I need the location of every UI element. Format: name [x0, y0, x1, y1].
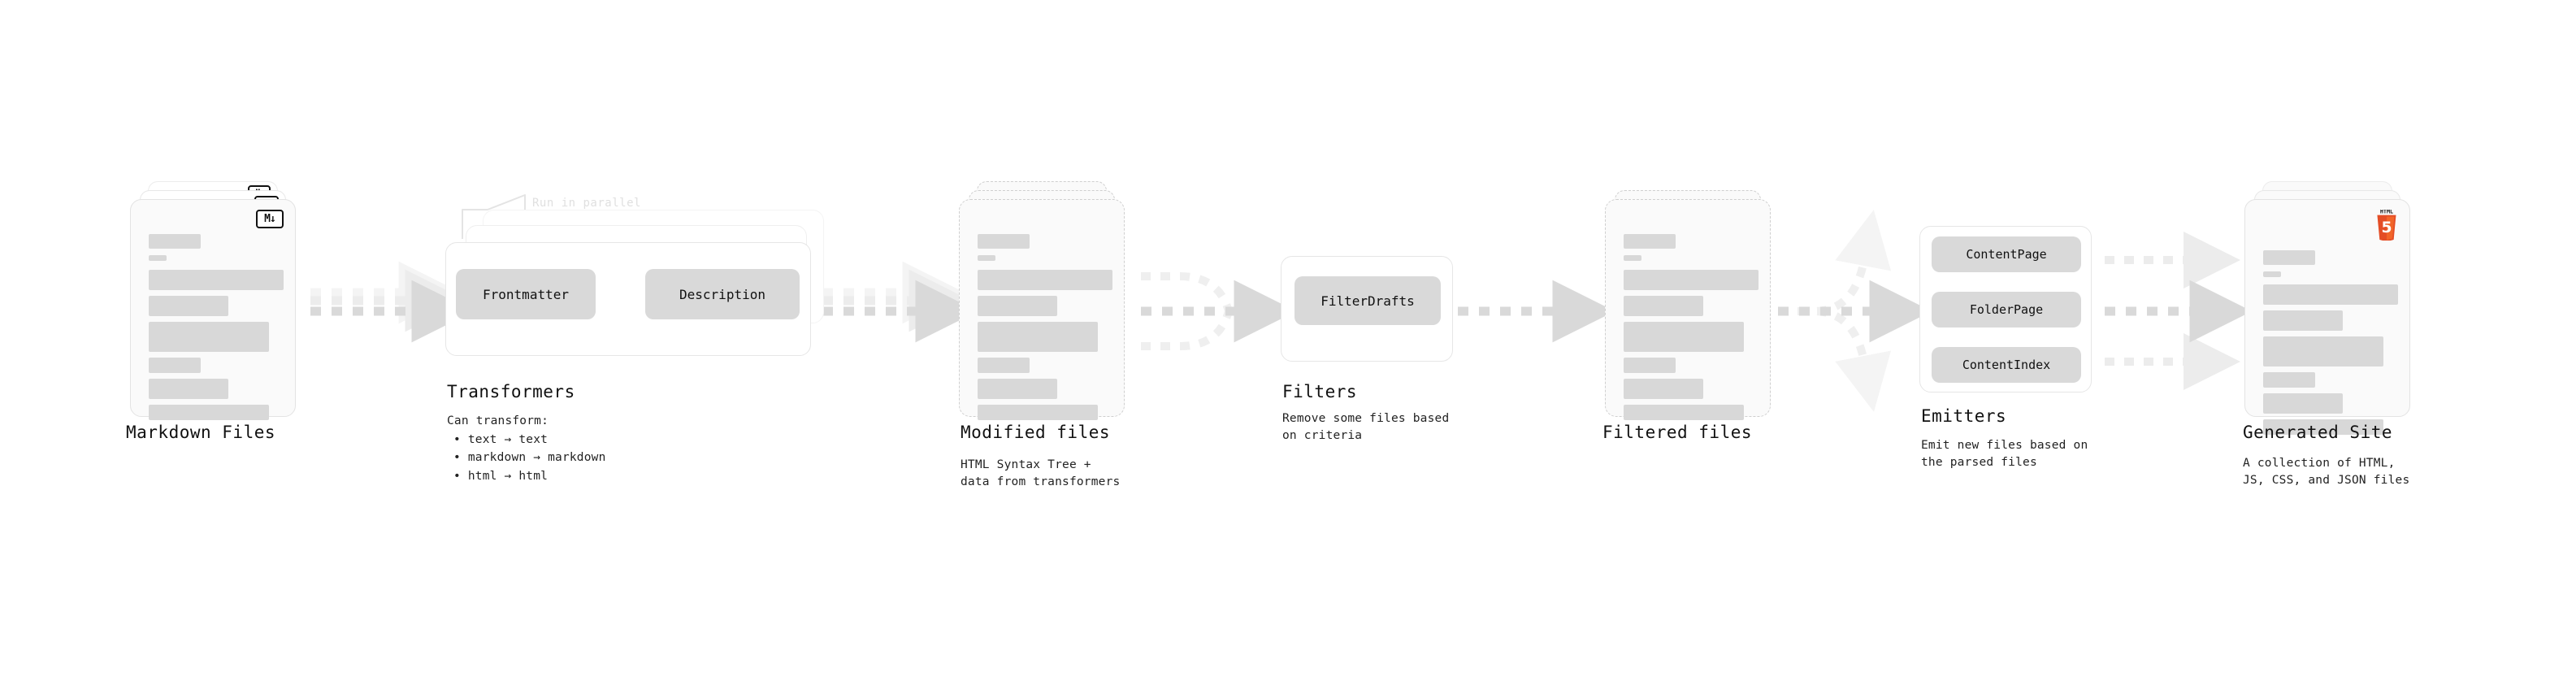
skeleton-line	[1624, 296, 1703, 316]
skeleton-line	[978, 255, 995, 261]
run-in-parallel-label: Run in parallel	[532, 197, 641, 210]
stage-title-filtered-files: Filtered files	[1602, 423, 1753, 442]
arrow-modified-to-filters	[1141, 272, 1297, 350]
filtered-file-card-front	[1605, 199, 1771, 420]
stage-title-generated-site: Generated Site	[2243, 423, 2393, 442]
skeleton-line	[149, 405, 269, 420]
skeleton-line	[978, 296, 1057, 316]
skeleton-line	[978, 322, 1098, 352]
stage-subtitle-generated-site: A collection of HTML, JS, CSS, and JSON …	[2243, 457, 2410, 488]
skeleton-line	[1624, 234, 1676, 249]
skeleton-line	[1624, 255, 1641, 261]
skeleton-line	[2263, 284, 2398, 305]
arrow-transformers-to-modified	[822, 261, 978, 343]
arrow-filtered-to-emitters	[1778, 210, 1932, 412]
skeleton-line	[978, 405, 1098, 420]
skeleton-line	[1624, 405, 1744, 420]
skeleton-line	[149, 270, 284, 290]
skeleton-line	[978, 358, 1030, 373]
stage-subtitle-transformers: Can transform:	[447, 414, 549, 427]
skeleton-line	[149, 234, 201, 249]
bullet-item: • html → html	[453, 469, 549, 483]
stage-subtitle-emitters: Emit new files based on the parsed files	[1921, 439, 2088, 470]
transformers-bullet-list: • text → text • markdown → markdown • ht…	[453, 431, 606, 485]
stage-title-transformers: Transformers	[447, 382, 575, 401]
skeleton-line	[1624, 270, 1759, 290]
markdown-icon: M↓	[256, 210, 284, 228]
skeleton-line	[2263, 393, 2343, 414]
bullet-item: • text → text	[453, 433, 549, 446]
filters-panel: FilterDrafts	[1281, 256, 1453, 362]
stage-subtitle-filters: Remove some files based on criteria	[1282, 412, 1450, 443]
skeleton-line	[978, 234, 1030, 249]
stage-title-emitters: Emitters	[1921, 406, 2007, 426]
stage-title-filters: Filters	[1282, 382, 1358, 401]
skeleton-line	[2263, 372, 2315, 388]
skeleton-line	[1624, 322, 1744, 352]
html5-icon: HTML 5	[2377, 210, 2396, 241]
emitter-chip-folderpage[interactable]: FolderPage	[1932, 292, 2081, 327]
skeleton-line	[2263, 271, 2281, 277]
arrow-emitters-to-site	[2105, 232, 2253, 390]
modified-file-card-front	[959, 199, 1125, 420]
arrow-markdown-to-transformers	[310, 261, 475, 343]
skeleton-line	[2263, 419, 2383, 435]
markdown-file-card-front: M↓	[130, 199, 296, 420]
stage-subtitle-modified-files: HTML Syntax Tree + data from transformer…	[961, 458, 1121, 489]
emitter-chip-contentpage[interactable]: ContentPage	[1932, 236, 2081, 272]
skeleton-line	[1624, 379, 1703, 399]
stage-title-modified-files: Modified files	[961, 423, 1111, 442]
skeleton-line	[149, 255, 167, 261]
site-file-card-front: HTML 5	[2244, 199, 2410, 435]
bullet-item: • markdown → markdown	[453, 451, 606, 465]
svg-text:HTML: HTML	[2380, 210, 2393, 215]
skeleton-line	[2263, 310, 2343, 331]
svg-text:5: 5	[2381, 219, 2392, 236]
skeleton-line	[978, 379, 1057, 399]
skeleton-line	[1624, 358, 1676, 373]
emitters-panel: ContentPage FolderPage ContentIndex	[1919, 226, 2092, 393]
filter-chip-filterdrafts[interactable]: FilterDrafts	[1295, 276, 1441, 325]
skeleton-line	[149, 379, 228, 399]
skeleton-line	[978, 270, 1112, 290]
skeleton-line	[149, 296, 228, 316]
transformer-panel-1: Frontmatter Description	[445, 242, 811, 356]
skeleton-line	[2263, 250, 2315, 265]
transformer-chip-frontmatter[interactable]: Frontmatter	[456, 269, 596, 319]
stage-title-markdown-files: Markdown Files	[126, 423, 276, 442]
skeleton-line	[149, 322, 269, 352]
emitter-chip-contentindex[interactable]: ContentIndex	[1932, 347, 2081, 383]
transformer-chip-description[interactable]: Description	[645, 269, 800, 319]
skeleton-line	[2263, 336, 2383, 367]
skeleton-line	[149, 358, 201, 373]
